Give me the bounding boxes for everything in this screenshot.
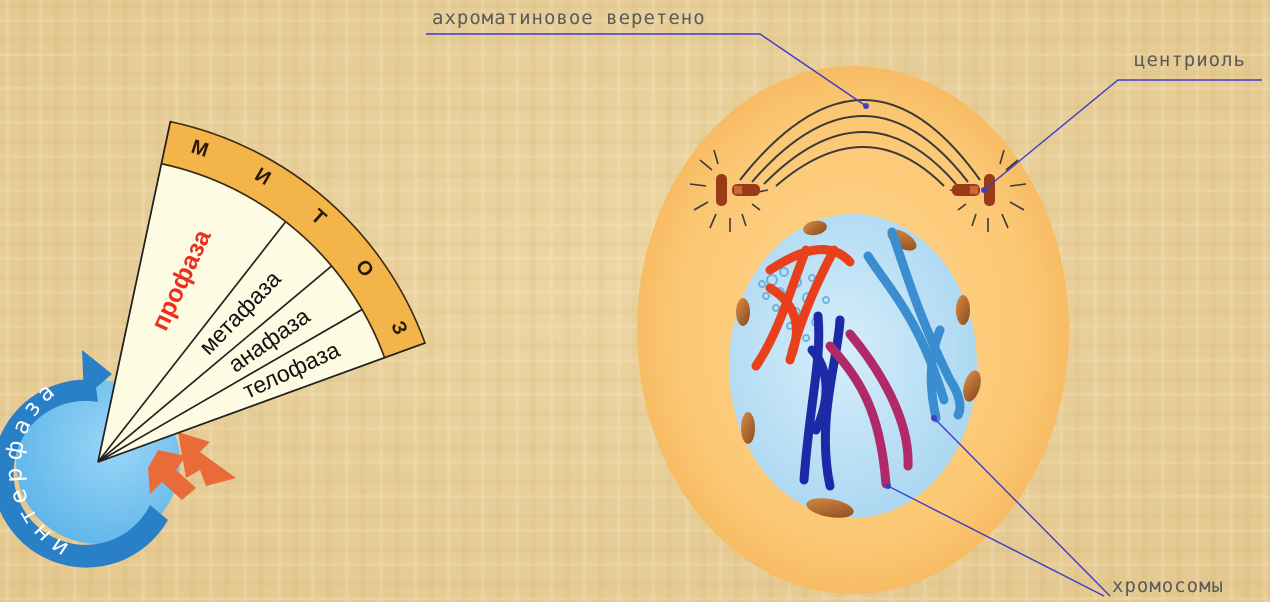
label-spindle: ахроматиновое веретено: [432, 7, 706, 29]
label-chromosomes: хромосомы: [1112, 575, 1224, 597]
label-centriole: центриоль: [1134, 49, 1246, 71]
